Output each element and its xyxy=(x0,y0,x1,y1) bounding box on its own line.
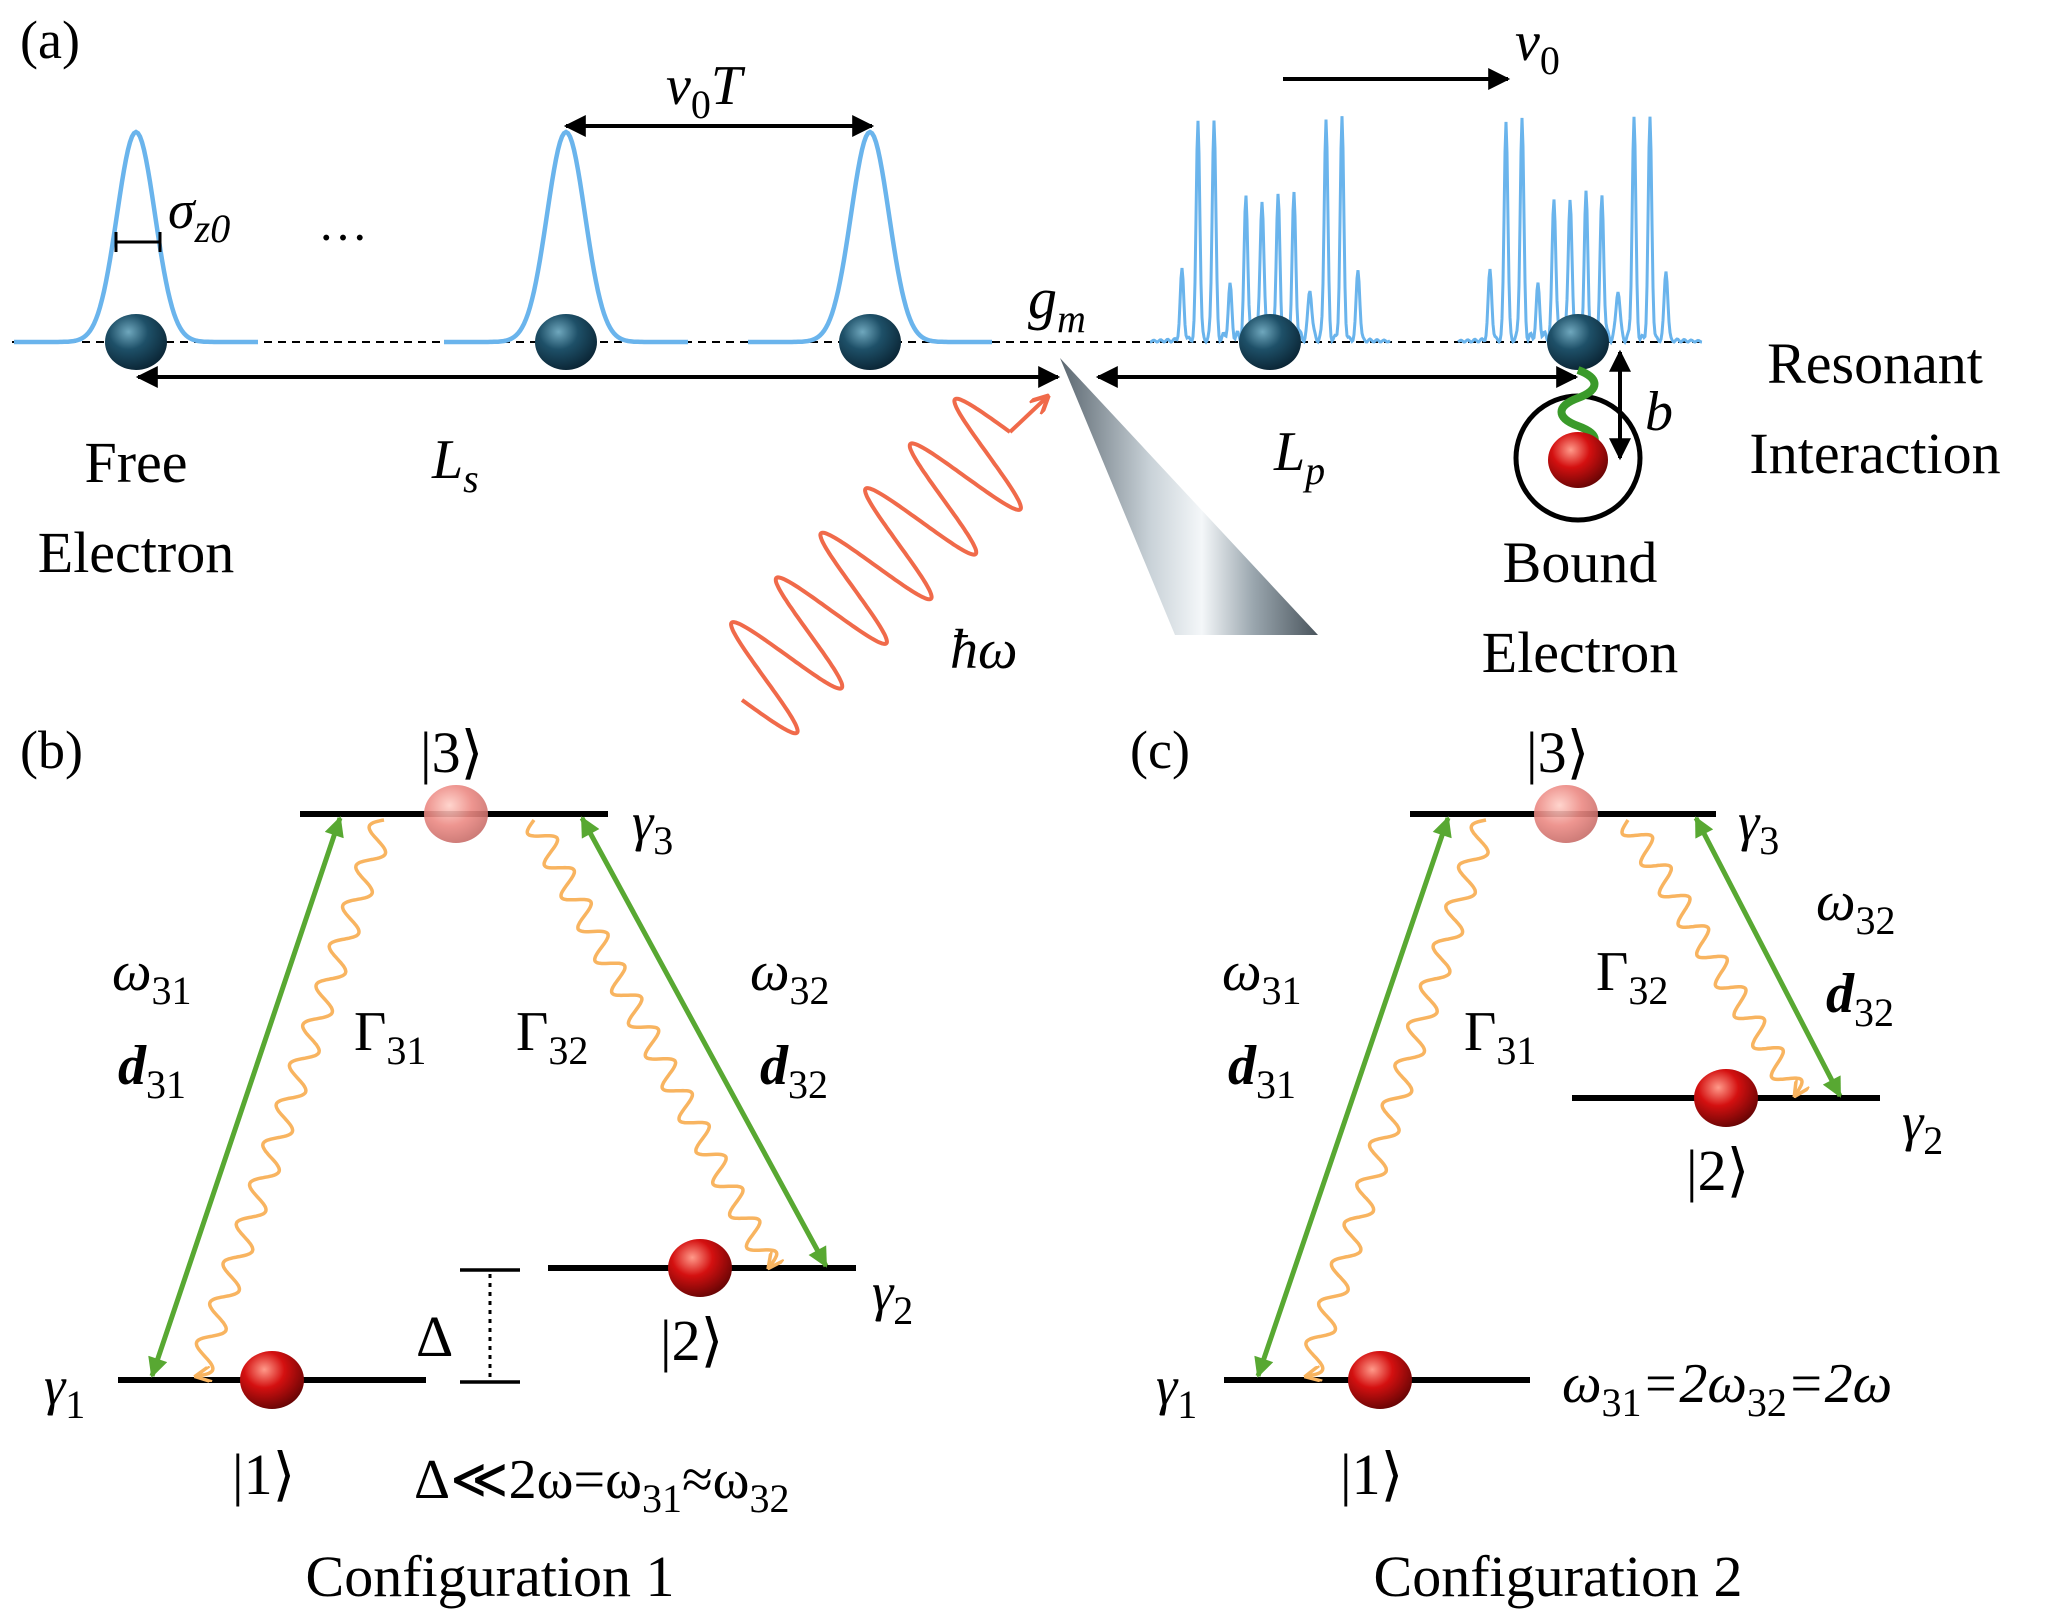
free-electron-label-line1: Free xyxy=(84,430,187,495)
state-1-label: |1⟩ xyxy=(1340,1442,1403,1507)
panel-b: (b) Δ |3⟩ |2⟩ |1⟩ γ3 γ2 γ1 ω31 d31 Γ31 Γ… xyxy=(20,720,913,1609)
state-2-label: |2⟩ xyxy=(1686,1138,1749,1203)
photon-wave xyxy=(729,396,1023,736)
dipole-32-label: d32 xyxy=(1826,963,1894,1035)
panel-c-tag: (c) xyxy=(1130,720,1190,780)
transition-31 xyxy=(1254,816,1452,1378)
state-2-electron xyxy=(668,1239,732,1297)
coupling-label: gm xyxy=(1028,266,1086,341)
free-electron-4 xyxy=(1239,314,1301,370)
bound-electron-label-line2: Electron xyxy=(1482,620,1678,685)
gamma-3-label: γ3 xyxy=(632,792,673,863)
state-3-label: |3⟩ xyxy=(1526,720,1589,785)
free-electron-2 xyxy=(535,314,597,370)
configuration-1-condition: Δ≪2ω=ω31≈ω32 xyxy=(414,1449,790,1521)
state-3-label: |3⟩ xyxy=(420,720,483,785)
panel-a: (a) σz0 … v0T v0 Ls Lp gm xyxy=(12,10,2001,736)
resonant-interaction-line1: Resonant xyxy=(1767,331,1983,396)
configuration-1-caption: Configuration 1 xyxy=(306,1544,675,1609)
free-electron-5 xyxy=(1547,314,1609,370)
omega-32-label: ω32 xyxy=(750,941,830,1013)
panel-c: (c) |3⟩ |2⟩ |1⟩ γ3 γ2 γ1 ω31 d31 Γ31 Γ32… xyxy=(1130,720,1943,1609)
Gamma-32-label: Γ32 xyxy=(1596,941,1668,1013)
dipole-32-label: d32 xyxy=(760,1035,828,1107)
gaussian-wavepacket-3 xyxy=(748,129,992,345)
panel-a-tag: (a) xyxy=(20,10,80,70)
configuration-2-condition: ω31=2ω32=2ω xyxy=(1562,1353,1892,1425)
bound-electron xyxy=(1548,432,1608,488)
dipole-31-label: d31 xyxy=(118,1035,186,1107)
state-2-electron xyxy=(1694,1069,1758,1127)
delta-label: Δ xyxy=(416,1304,453,1369)
free-electron-1 xyxy=(105,314,167,370)
gaussian-wavepacket-2 xyxy=(444,129,688,345)
gamma-2-label: γ2 xyxy=(872,1262,913,1333)
free-electron-3 xyxy=(839,314,901,370)
gamma-2-label: γ2 xyxy=(1902,1092,1943,1163)
source-length-label: Ls xyxy=(431,429,479,501)
Gamma-32-label: Γ32 xyxy=(516,1001,588,1073)
modulated-wavepacket-1 xyxy=(1149,116,1391,346)
omega-32-label: ω32 xyxy=(1816,871,1896,943)
period-label: v0T xyxy=(666,55,746,127)
Gamma-31-label: Γ31 xyxy=(354,1001,426,1073)
configuration-2-caption: Configuration 2 xyxy=(1374,1544,1743,1609)
propagation-length-label: Lp xyxy=(1273,421,1325,493)
photon-arrowhead xyxy=(1008,398,1046,434)
decay-31 xyxy=(196,818,388,1376)
gaussian-wavepacket-1 xyxy=(14,129,258,345)
resonant-interaction-line2: Interaction xyxy=(1749,421,2000,486)
state-2-label: |2⟩ xyxy=(660,1308,723,1373)
modulated-wavepacket-2 xyxy=(1457,116,1703,346)
state-3-electron xyxy=(1534,785,1598,843)
gamma-1-label: γ1 xyxy=(44,1356,85,1427)
state-1-label: |1⟩ xyxy=(232,1442,295,1507)
ellipsis: … xyxy=(318,195,368,251)
panel-b-tag: (b) xyxy=(20,720,83,780)
state-1-electron xyxy=(1348,1351,1412,1409)
dipole-31-label: d31 xyxy=(1228,1035,1296,1107)
transition-32 xyxy=(1693,816,1843,1098)
sigma-label: σz0 xyxy=(168,180,230,251)
decay-31 xyxy=(1306,818,1490,1376)
transition-32 xyxy=(579,816,829,1268)
transition-31 xyxy=(148,816,344,1378)
omega-31-label: ω31 xyxy=(1222,941,1302,1013)
bound-electron-label-line1: Bound xyxy=(1503,530,1658,595)
omega-31-label: ω31 xyxy=(112,941,192,1013)
gamma-3-label: γ3 xyxy=(1738,792,1779,863)
Gamma-31-label: Γ31 xyxy=(1464,1001,1536,1073)
velocity-label: v0 xyxy=(1515,11,1560,83)
state-1-electron xyxy=(240,1351,304,1409)
nanotip xyxy=(1060,358,1318,635)
impact-parameter-label: b xyxy=(1645,381,1673,443)
free-electron-label-line2: Electron xyxy=(38,520,234,585)
gamma-1-label: γ1 xyxy=(1156,1356,1197,1427)
state-3-electron xyxy=(424,785,488,843)
photon-label: ħω xyxy=(950,619,1018,681)
